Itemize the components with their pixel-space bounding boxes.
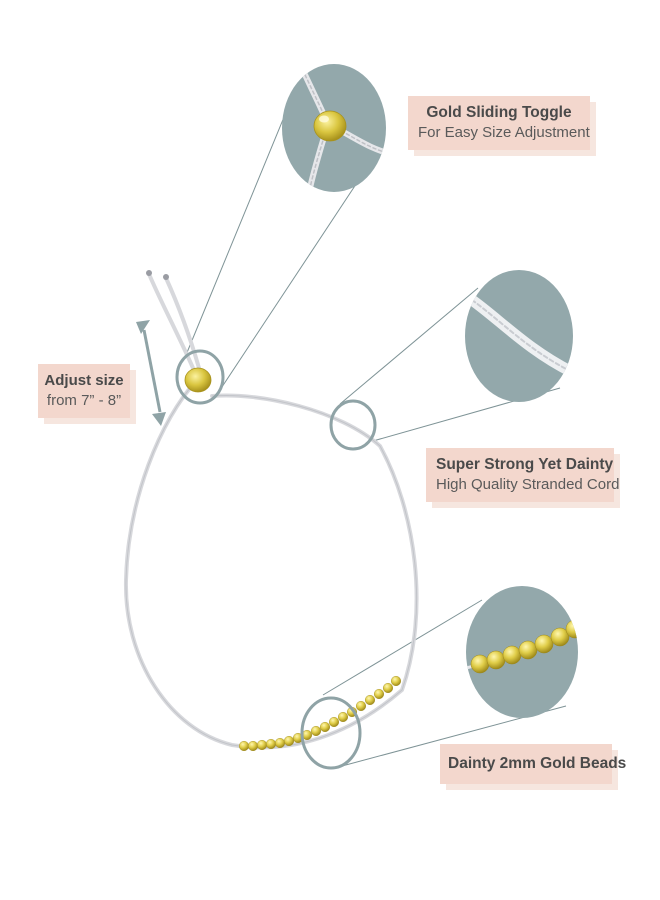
cord-end-knot bbox=[163, 274, 169, 280]
callout-label-toggle: Gold Sliding Toggle For Easy Size Adjust… bbox=[408, 96, 590, 150]
gold-toggle bbox=[184, 367, 212, 393]
zoom-circle-toggle bbox=[282, 64, 386, 192]
adjust-size-arrow bbox=[136, 320, 166, 426]
bracelet-cord bbox=[123, 272, 419, 750]
callout-title: Dainty 2mm Gold Beads bbox=[448, 755, 627, 772]
callout-title: Adjust size bbox=[44, 372, 124, 389]
zoom-circle-beads bbox=[466, 586, 578, 718]
callout-title: Gold Sliding Toggle bbox=[426, 104, 572, 121]
callout-subtitle: For Easy Size Adjustment bbox=[418, 124, 590, 141]
zoom-circle-cord bbox=[465, 270, 573, 402]
callout-label-beads: Dainty 2mm Gold Beads bbox=[440, 744, 627, 784]
cord-end-knot bbox=[146, 270, 152, 276]
highlight-rings bbox=[175, 349, 377, 770]
callout-label-cord: Super Strong Yet Dainty High Quality Str… bbox=[426, 448, 620, 502]
leader-lines bbox=[185, 87, 567, 767]
callout-subtitle: High Quality Stranded Cord bbox=[436, 476, 620, 493]
callout-title: Super Strong Yet Dainty bbox=[436, 456, 614, 473]
callout-subtitle: from 7” - 8” bbox=[46, 392, 122, 409]
callout-label-adjust-size: Adjust size from 7” - 8” bbox=[38, 364, 130, 418]
gold-beads bbox=[238, 676, 402, 752]
